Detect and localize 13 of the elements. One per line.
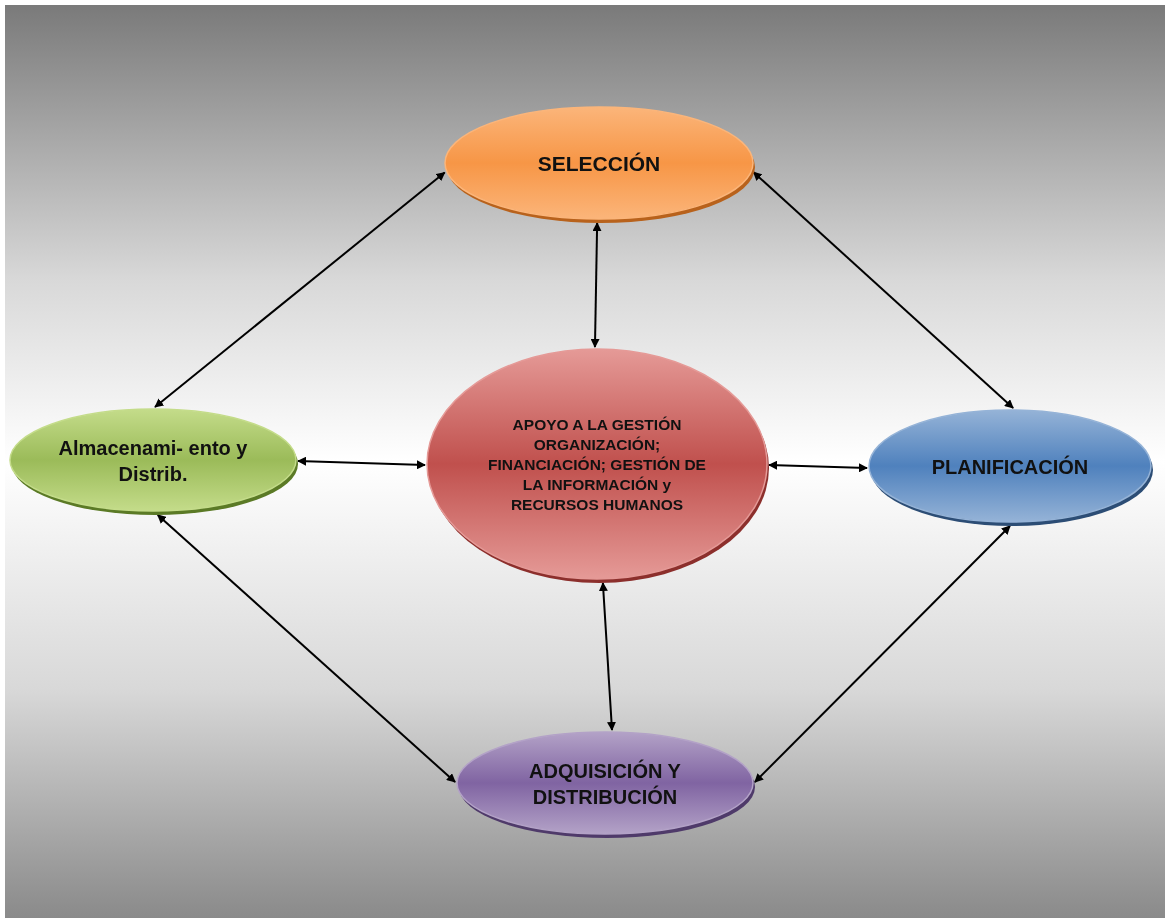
double-arrow: [297, 456, 426, 470]
node-label: SELECCIÓN: [537, 151, 661, 178]
double-arrow: [598, 581, 616, 732]
node-label: Almacenami- ento y Distrib.: [58, 436, 248, 487]
double-arrow: [590, 222, 602, 348]
double-arrow: [752, 171, 1015, 409]
double-arrow: [768, 460, 868, 473]
node-label: APOYO A LA GESTIÓN ORGANIZACIÓN; FINANCIACIÓN; GESTIÓN DE LA INFORMACIÓN y RECURSOS HUMANOS: [487, 414, 707, 516]
node-label: ADQUISICIÓN Y DISTRIBUCIÓN: [528, 758, 682, 810]
double-arrow: [154, 171, 446, 408]
double-arrow: [753, 525, 1011, 784]
double-arrow: [156, 513, 457, 783]
node-label: PLANIFICACIÓN: [931, 454, 1089, 480]
